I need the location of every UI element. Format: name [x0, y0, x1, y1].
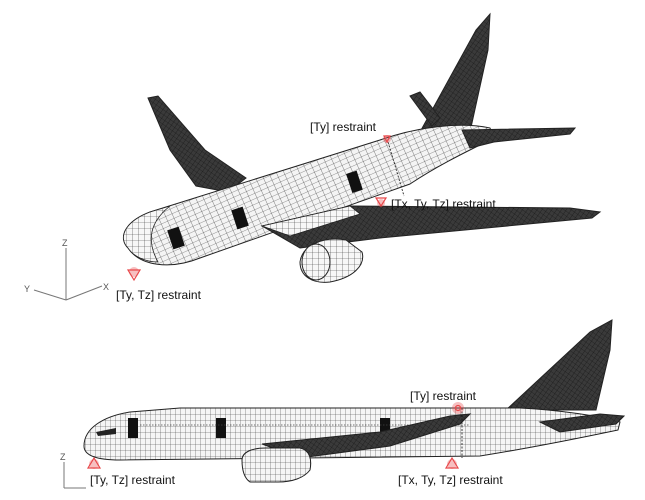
aircraft-side-view: [Ty] restraint [Tx, Ty, Tz] restraint [T…	[60, 319, 626, 489]
door-cutout-side	[216, 418, 226, 438]
restraint-marker-txtytz-side	[444, 456, 460, 469]
axis-label-x: X	[103, 282, 109, 292]
near-horizontal-stabilizer	[461, 127, 577, 149]
door-cutout-side	[380, 418, 390, 438]
nose-cone	[123, 205, 171, 263]
door-cutout	[346, 170, 363, 194]
restraint-marker-ty	[383, 135, 391, 144]
door-cutout	[167, 226, 185, 250]
engine-nacelle	[299, 238, 364, 283]
label-tytz-restraint-side: [Ty, Tz] restraint	[90, 473, 176, 487]
wing-side	[261, 413, 472, 459]
coordinate-triad-side: Z	[60, 452, 86, 489]
label-txtytz-restraint: [Tx, Ty, Tz] restraint	[391, 197, 496, 211]
restraint-marker-ty-side	[452, 402, 464, 414]
label-tytz-restraint: [Ty, Tz] restraint	[116, 288, 202, 302]
far-wing	[147, 95, 247, 193]
label-ty-restraint: [Ty] restraint	[310, 120, 377, 134]
far-horizontal-stabilizer	[409, 91, 441, 127]
coordinate-triad-isometric: Z Y X	[24, 238, 109, 301]
label-txtytz-restraint-side: [Tx, Ty, Tz] restraint	[398, 473, 503, 487]
axis-label-y: Y	[24, 284, 30, 294]
door-cutout-side	[128, 418, 138, 438]
restraint-marker-tytz-side	[86, 456, 102, 469]
axis-label-z: Z	[62, 238, 68, 248]
label-ty-restraint-side: [Ty] restraint	[410, 389, 477, 403]
section-seam	[387, 141, 405, 197]
fuselage-side	[83, 407, 621, 461]
wing-root-fairing	[260, 205, 361, 237]
restraint-marker-txtytz	[374, 197, 388, 208]
cockpit-window	[96, 428, 116, 436]
engine-nacelle-side	[241, 447, 312, 483]
door-cutout	[231, 206, 249, 230]
restraint-marker-tytz	[126, 267, 142, 282]
horizontal-stabilizer-side	[538, 413, 626, 433]
aircraft-isometric-view: [Ty] restraint [Tx, Ty, Tz] restraint [T…	[24, 12, 602, 302]
axis-label-z-side: Z	[60, 452, 66, 462]
vertical-tail-side	[504, 319, 613, 411]
